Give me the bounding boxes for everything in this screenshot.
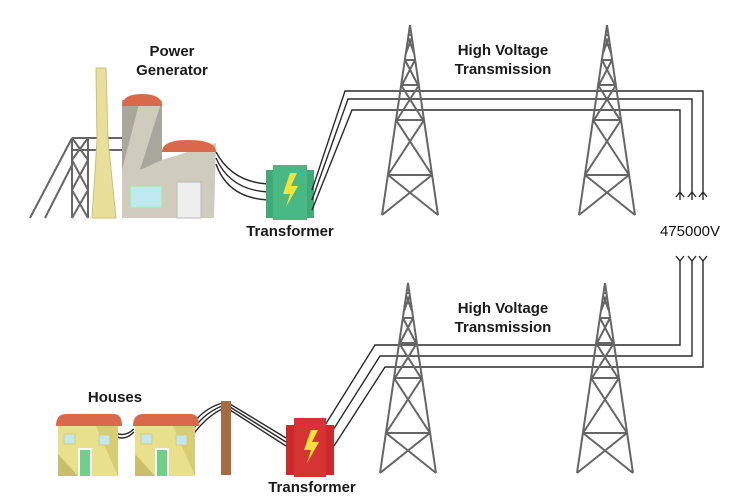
step-up-transformer-icon [266, 165, 314, 220]
top-tower-1-icon [381, 24, 439, 216]
top-transformer-label: Transformer [246, 223, 334, 240]
lightning-bolt-icon [283, 173, 298, 207]
top-tower-2-icon [578, 24, 636, 216]
bottom-transformer-label: Transformer [268, 479, 356, 496]
house-1-icon [55, 413, 123, 477]
step-down-transformer-icon [286, 418, 334, 477]
bottom-high-voltage-lines [321, 255, 708, 447]
house-2-icon [132, 413, 200, 477]
lightning-bolt-icon [304, 430, 319, 463]
bottom-tower-1-icon [379, 282, 437, 474]
utility-pole-icon [221, 401, 231, 475]
power-generator-icon [122, 94, 216, 219]
chimney-icon [91, 67, 117, 219]
generator-wires [215, 151, 269, 201]
top-high-voltage-lines [311, 90, 708, 211]
voltage-label: 475000V [660, 223, 720, 240]
houses-label: Houses [88, 389, 142, 406]
bottom-tower-2-icon [576, 282, 634, 474]
